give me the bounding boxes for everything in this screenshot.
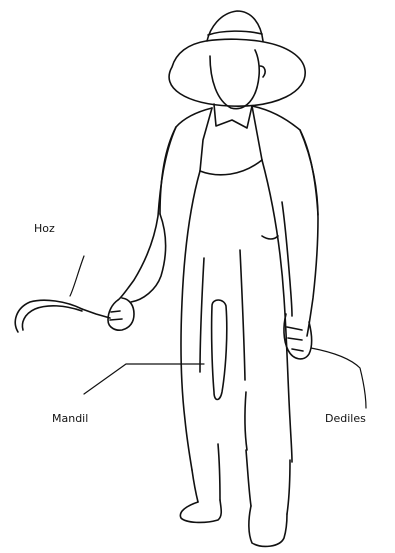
suspender-right <box>252 106 262 160</box>
ear <box>260 66 265 77</box>
apron-left-edge <box>181 171 200 470</box>
leader-lines <box>70 256 366 408</box>
shirt <box>160 106 318 215</box>
apron-right-edge <box>262 160 292 462</box>
apron-bib <box>200 160 262 175</box>
hat-crown <box>207 11 263 41</box>
apron-center-slit <box>212 300 227 400</box>
label-hoz: Hoz <box>34 223 55 234</box>
hand-right <box>108 298 134 330</box>
hat-band <box>208 31 262 35</box>
apron-fold-2 <box>240 250 245 380</box>
face <box>210 50 259 109</box>
boot-left <box>180 500 221 522</box>
sickle <box>15 300 110 332</box>
arm-left <box>282 130 318 336</box>
apron <box>181 160 292 470</box>
label-dediles: Dediles <box>325 413 366 424</box>
apron-waist-fold <box>262 236 278 239</box>
leader-mandil <box>84 364 204 394</box>
trousers <box>192 392 290 514</box>
leader-hoz <box>70 256 84 296</box>
sickle-blade-inner <box>22 306 82 330</box>
suspender-left <box>200 108 212 171</box>
arm-right <box>118 127 176 302</box>
leader-dediles <box>311 348 366 408</box>
label-mandil: Mandil <box>52 413 88 424</box>
sickle-handle <box>82 309 110 318</box>
hat-brim <box>169 39 305 106</box>
collar <box>214 104 252 128</box>
apron-fold-1 <box>200 258 204 372</box>
boots <box>180 500 287 546</box>
boot-right <box>249 506 287 546</box>
hat <box>169 11 305 106</box>
